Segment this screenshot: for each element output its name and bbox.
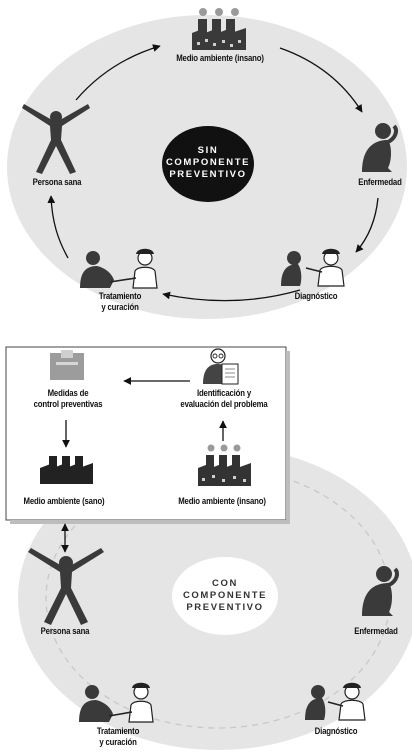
label-enfermedad: Enfermedad bbox=[358, 177, 402, 188]
label-persona-sana: Persona sana bbox=[32, 177, 82, 188]
top-center-label: SIN COMPONENTE PREVENTIVO bbox=[165, 145, 251, 180]
label-enfermedad-bottom: Enfermedad bbox=[354, 626, 398, 637]
sick-person-bottom-icon bbox=[362, 566, 399, 616]
person-healthy-bottom-icon bbox=[28, 548, 104, 625]
arrow-ambiente-to-enfermedad bbox=[279, 47, 363, 113]
label-medio-ambiente-insano: Medio ambiente (insano) bbox=[176, 53, 264, 64]
label-tratamiento-bottom: Tratamiento y curación bbox=[96, 726, 140, 748]
label-tratamiento: Tratamiento y curación bbox=[98, 291, 142, 313]
treatment-icon bbox=[80, 248, 158, 289]
treatment-bottom-icon bbox=[79, 682, 154, 723]
bottom-center-label: CON COMPONENTE PREVENTIVO bbox=[182, 578, 268, 613]
label-medidas-control: Medidas de control preventivas bbox=[33, 388, 103, 410]
prevention-box bbox=[5, 346, 287, 521]
arrow-diagnostico-to-tratamiento bbox=[162, 289, 301, 302]
label-medio-sano: Medio ambiente (sano) bbox=[23, 496, 105, 507]
factory-clean-icon bbox=[40, 456, 93, 484]
factory-polluting-icon bbox=[198, 444, 251, 486]
label-identificacion: Identificación y evaluación del problema bbox=[180, 388, 268, 410]
control-measures-icon bbox=[50, 350, 84, 380]
label-diagnostico-bottom: Diagnóstico bbox=[314, 726, 358, 737]
diagnosis-bottom-icon bbox=[305, 682, 366, 721]
sick-person-icon bbox=[362, 123, 398, 172]
label-diagnostico: Diagnóstico bbox=[294, 291, 338, 302]
label-persona-sana-bottom: Persona sana bbox=[40, 626, 90, 637]
arrow-tratamiento-to-persona bbox=[47, 195, 69, 259]
factory-icon bbox=[192, 8, 246, 50]
diagnosis-icon bbox=[281, 248, 345, 287]
arrow-enfermedad-to-diagnostico bbox=[355, 197, 379, 253]
bottom-center-badge bbox=[172, 557, 278, 635]
prevention-box-shadow-bottom bbox=[10, 520, 290, 524]
inspector-icon bbox=[203, 348, 239, 385]
arrow-persona-to-ambiente bbox=[75, 44, 161, 101]
prevention-box-shadow bbox=[286, 351, 290, 524]
person-healthy-icon bbox=[22, 104, 90, 174]
label-medio-insano-box: Medio ambiente (insano) bbox=[178, 496, 266, 507]
top-center-badge bbox=[162, 126, 254, 202]
